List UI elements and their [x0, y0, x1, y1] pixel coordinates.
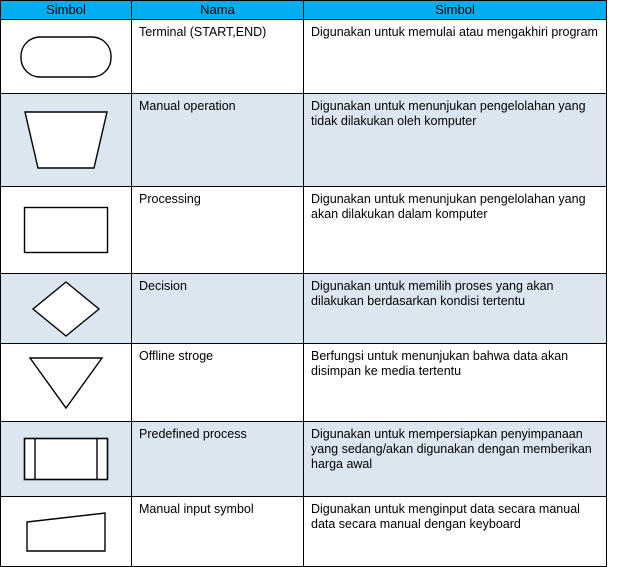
symbol-name: Manual operation [131, 93, 304, 187]
table-header: Simbol Nama Simbol [0, 0, 607, 20]
symbol-cell [0, 273, 132, 344]
symbol-cell [0, 343, 132, 422]
table-body: Terminal (START,END) Digunakan untuk mem… [0, 19, 607, 567]
terminal-shape [1, 20, 131, 93]
column-header-name: Nama [131, 0, 304, 20]
column-header-description: Simbol [303, 0, 607, 20]
symbol-description: Digunakan untuk mempersiapkan penyimpana… [303, 421, 607, 497]
table-row: Terminal (START,END) Digunakan untuk mem… [0, 19, 607, 94]
symbol-cell [0, 19, 132, 94]
table-row: Predefined process Digunakan untuk mempe… [0, 421, 607, 497]
decision-shape [1, 274, 131, 343]
symbol-description: Digunakan untuk memilih proses yang akan… [303, 273, 607, 344]
symbol-name: Manual input symbol [131, 496, 304, 567]
symbol-cell [0, 496, 132, 567]
symbol-name: Processing [131, 186, 304, 274]
symbol-description: Digunakan untuk menunjukan pengelolahan … [303, 186, 607, 274]
symbol-cell [0, 421, 132, 497]
table-row: Decision Digunakan untuk memilih proses … [0, 273, 607, 344]
header-row: Simbol Nama Simbol [0, 0, 607, 20]
table-row: Offline stroge Berfungsi untuk menunjuka… [0, 343, 607, 422]
manual-input-shape [1, 497, 131, 566]
symbol-name: Offline stroge [131, 343, 304, 422]
symbol-description: Digunakan untuk memulai atau mengakhiri … [303, 19, 607, 94]
symbol-cell [0, 93, 132, 187]
manual-operation-shape [1, 94, 131, 186]
predefined-process-shape [1, 422, 131, 496]
offline-storage-shape [1, 344, 131, 421]
symbol-cell [0, 186, 132, 274]
column-header-symbol: Simbol [0, 0, 132, 20]
symbol-description: Digunakan untuk menunjukan pengelolahan … [303, 93, 607, 187]
symbol-name: Predefined process [131, 421, 304, 497]
symbol-description: Digunakan untuk menginput data secara ma… [303, 496, 607, 567]
symbol-name: Decision [131, 273, 304, 344]
symbol-name: Terminal (START,END) [131, 19, 304, 94]
table-row: Processing Digunakan untuk menunjukan pe… [0, 186, 607, 274]
table-row: Manual operation Digunakan untuk menunju… [0, 93, 607, 187]
processing-shape [1, 187, 131, 273]
symbol-description: Berfungsi untuk menunjukan bahwa data ak… [303, 343, 607, 422]
table-row: Manual input symbol Digunakan untuk meng… [0, 496, 607, 567]
